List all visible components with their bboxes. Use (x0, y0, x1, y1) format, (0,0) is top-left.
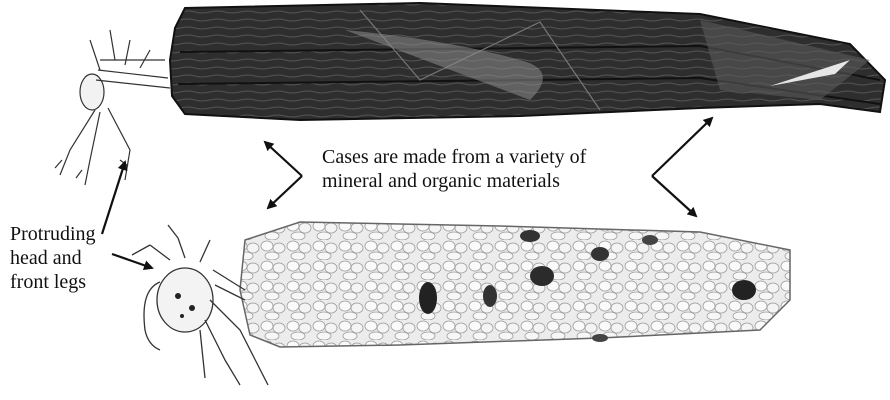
cases-annotation-line-1: Cases are made from a variety of (322, 145, 586, 169)
wood-stick-case (170, 3, 885, 120)
head-annotation-line-3: front legs (10, 270, 96, 294)
arrow-to-stone-case-left (268, 176, 302, 208)
cases-annotation-line-2: mineral and organic materials (322, 169, 586, 193)
arrow-to-stone-case-right (652, 176, 696, 216)
arrow-to-bottom-head (112, 254, 152, 268)
stone-case (240, 222, 790, 347)
cases-annotation: Cases are made from a variety of mineral… (322, 145, 586, 193)
arrow-to-top-head (102, 162, 125, 234)
head-annotation: Protruding head and front legs (10, 222, 96, 294)
arrow-to-wood-case-right (652, 118, 712, 176)
head-annotation-line-2: head and (10, 246, 96, 270)
arrow-to-wood-case-left (265, 142, 302, 176)
head-annotation-line-1: Protruding (10, 222, 96, 246)
top-larva (55, 30, 170, 185)
